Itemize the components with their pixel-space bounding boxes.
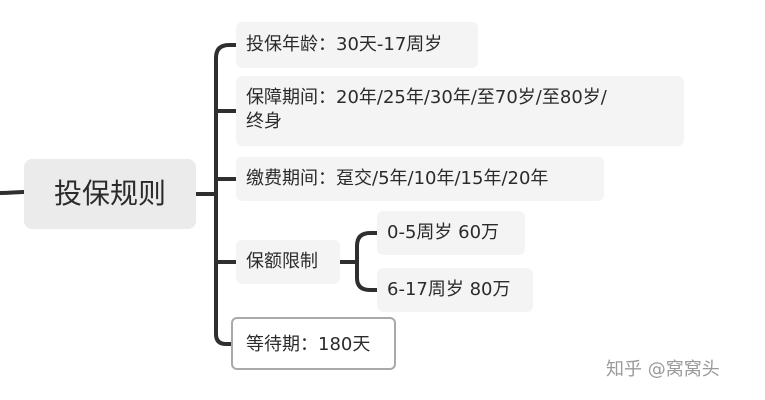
node-payment-label: 缴费期间：趸交/5年/10年/15年/20年 bbox=[246, 168, 549, 189]
watermark: 知乎 @窝窝头 bbox=[606, 359, 720, 380]
node-limit-label: 保额限制 bbox=[246, 251, 318, 272]
connector-waiting bbox=[214, 332, 233, 346]
connector-age bbox=[214, 43, 238, 60]
root-label: 投保规则 bbox=[53, 177, 166, 210]
node-limit-item-2[interactable]: 6-17周岁 80万 bbox=[377, 268, 533, 312]
node-age-label: 投保年龄：30天-17周岁 bbox=[246, 34, 443, 55]
node-age[interactable]: 投保年龄：30天-17周岁 bbox=[236, 22, 478, 68]
connector-incoming bbox=[0, 190, 26, 195]
node-payment[interactable]: 缴费期间：趸交/5年/10年/15年/20年 bbox=[236, 157, 604, 201]
node-period-line2: 终身 bbox=[246, 111, 282, 132]
node-waiting-selected[interactable]: 等待期：180天 bbox=[231, 317, 396, 370]
root-node[interactable]: 投保规则 bbox=[24, 159, 196, 229]
node-limit-item-2-label: 6-17周岁 80万 bbox=[387, 279, 511, 300]
node-limit[interactable]: 保额限制 bbox=[236, 240, 340, 284]
connector-limit-1 bbox=[355, 231, 379, 248]
node-limit-item-1-label: 0-5周岁 60万 bbox=[387, 222, 500, 243]
node-period-line1: 保障期间：20年/25年/30年/至70岁/至80岁/ bbox=[246, 87, 607, 108]
node-waiting-label: 等待期：180天 bbox=[246, 334, 371, 355]
node-limit-item-1[interactable]: 0-5周岁 60万 bbox=[377, 211, 525, 255]
connector-limit-2 bbox=[355, 276, 379, 292]
node-period[interactable]: 保障期间：20年/25年/30年/至70岁/至80岁/ 终身 bbox=[236, 76, 684, 146]
